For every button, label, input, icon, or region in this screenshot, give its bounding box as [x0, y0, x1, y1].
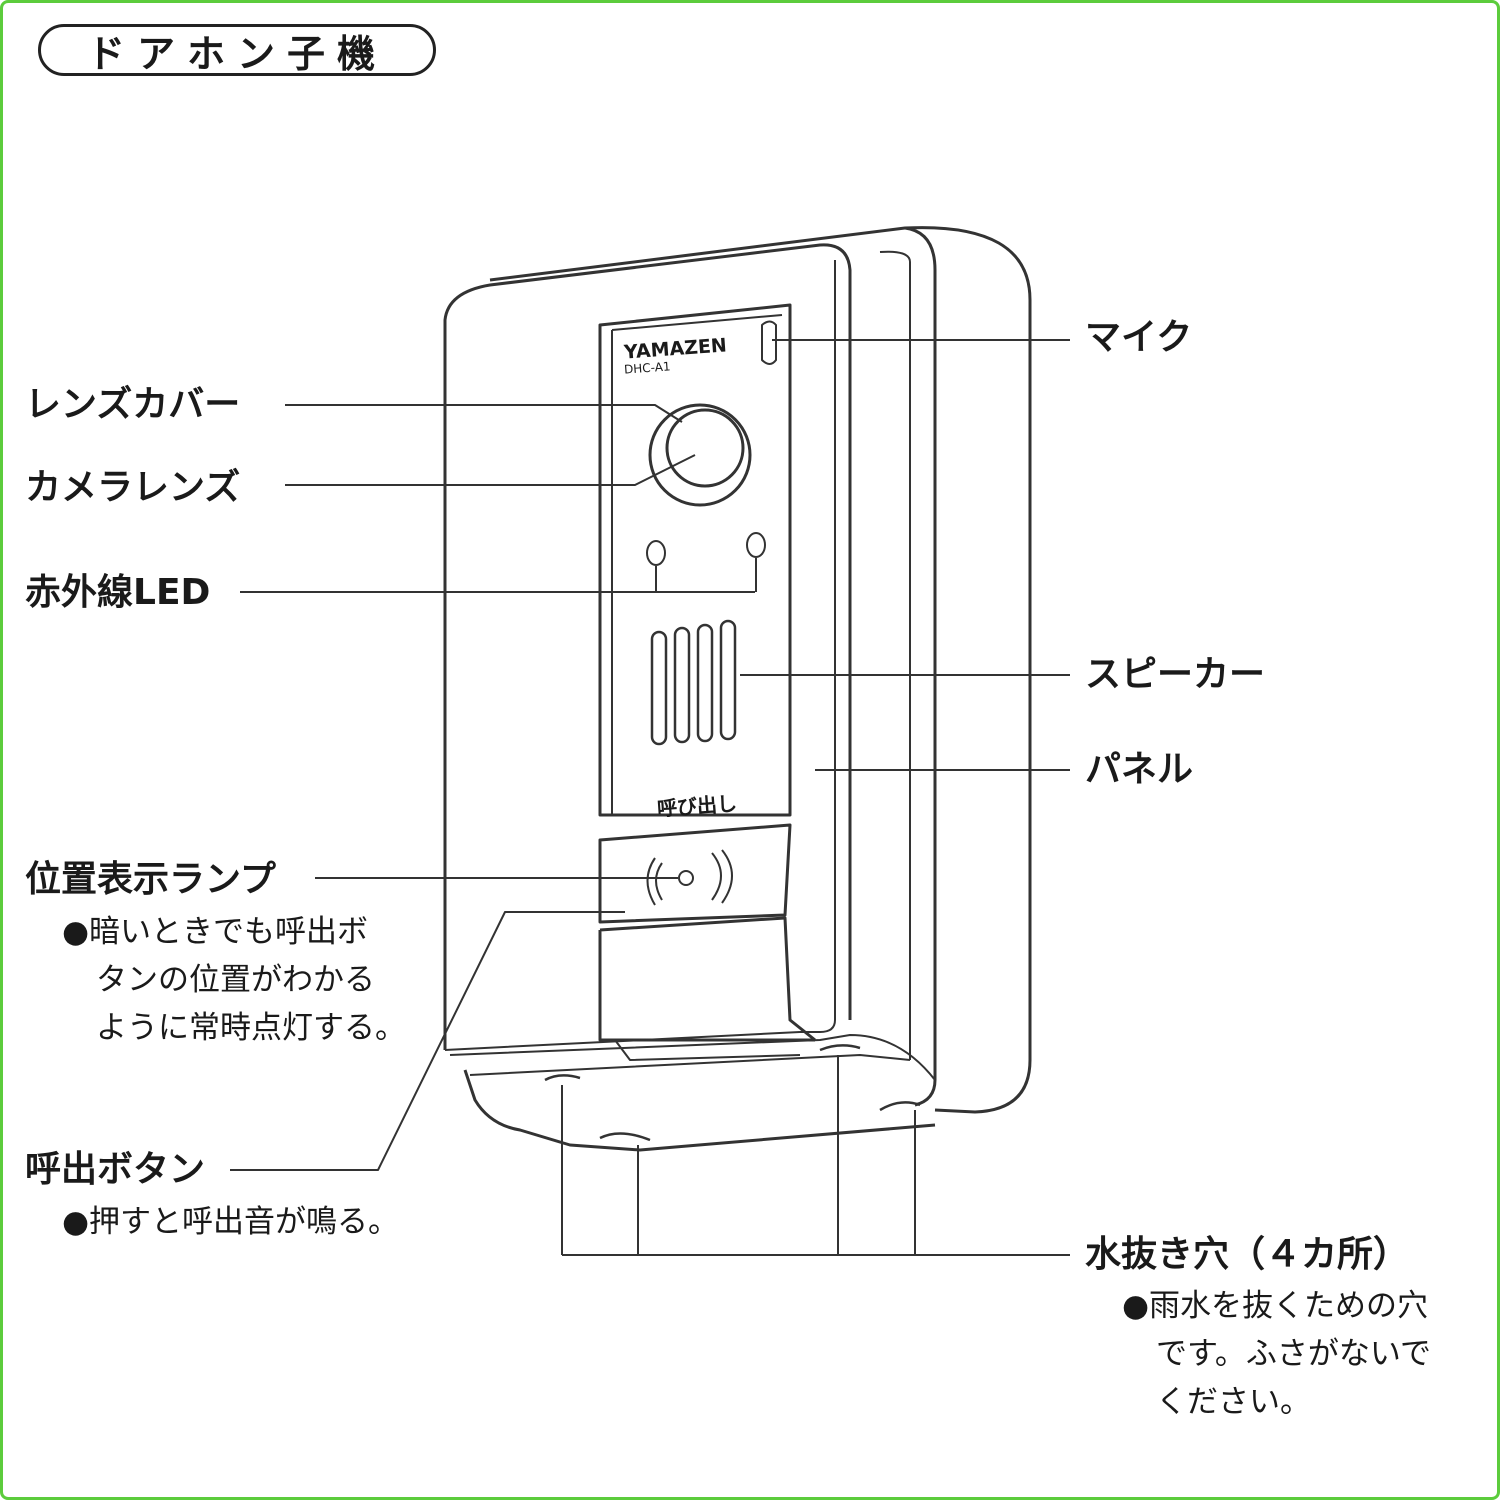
front-plate — [443, 243, 852, 1050]
note-line: ように常時点灯する。 — [96, 1010, 406, 1046]
label-speaker: スピーカー — [1085, 654, 1266, 695]
label-lens-cover: レンズカバー — [25, 384, 241, 425]
call-button-text: 呼び出し — [656, 791, 738, 821]
lower-panel — [598, 916, 816, 1042]
ir-led-right — [746, 532, 766, 558]
label-position-lamp: 位置表示ランプ — [25, 859, 276, 900]
leader-lens-cover — [285, 404, 683, 423]
sound-wave-right — [711, 849, 733, 904]
base-mid — [469, 1054, 911, 1076]
note-line: です。ふさがないで — [1156, 1336, 1431, 1372]
call-button — [598, 823, 792, 924]
leader-drain-holes — [561, 1055, 1070, 1256]
leader-call-button — [230, 911, 625, 1171]
label-camera-lens: カメラレンズ — [25, 467, 241, 508]
ir-led-left — [646, 540, 666, 566]
camera-lens — [665, 408, 745, 488]
label-panel: パネル — [1085, 749, 1194, 790]
note-line: ●押すと呼出音が鳴る。 — [62, 1204, 400, 1240]
model-number: DHC-A1 — [623, 359, 671, 377]
position-lamp-note: ●暗いときでも呼出ボ タンの位置がわかる ように常時点灯する。 — [62, 908, 406, 1052]
side-lines — [879, 250, 911, 1060]
rear-housing — [489, 226, 1032, 1114]
front-plate-inner — [800, 260, 836, 1033]
note-line: ●雨水を抜くための穴 — [1122, 1288, 1429, 1324]
drain-holes-note: ●雨水を抜くための穴 です。ふさがないで ください。 — [1122, 1282, 1431, 1426]
drain-notches — [544, 1044, 921, 1142]
label-ir-led: 赤外線LED — [25, 572, 211, 613]
base-front — [463, 1069, 936, 1152]
label-drain-holes: 水抜き穴（４カ所） — [1085, 1234, 1410, 1275]
mic-slot — [761, 320, 777, 365]
metal-panel — [598, 303, 792, 817]
base-top — [444, 1031, 936, 1081]
label-call-button: 呼出ボタン — [25, 1149, 206, 1190]
lens-cover — [648, 403, 752, 507]
metal-panel-inner — [611, 314, 783, 815]
note-line: ●暗いときでも呼出ボ — [62, 914, 369, 950]
label-mic: マイク — [1085, 317, 1193, 358]
call-button-note: ●押すと呼出音が鳴る。 — [62, 1198, 399, 1246]
sound-wave-left — [646, 857, 663, 906]
diagram-title: ドアホン子機 — [38, 24, 436, 76]
lower-panel-step — [614, 1039, 801, 1061]
leader-camera-lens — [285, 454, 696, 486]
leader-ir-led — [240, 558, 757, 593]
position-lamp — [678, 870, 694, 886]
leader-lines — [230, 339, 1070, 1256]
note-line: ください。 — [1156, 1384, 1311, 1420]
speaker-grille — [650, 619, 737, 746]
note-line: タンの位置がわかる — [96, 962, 375, 998]
